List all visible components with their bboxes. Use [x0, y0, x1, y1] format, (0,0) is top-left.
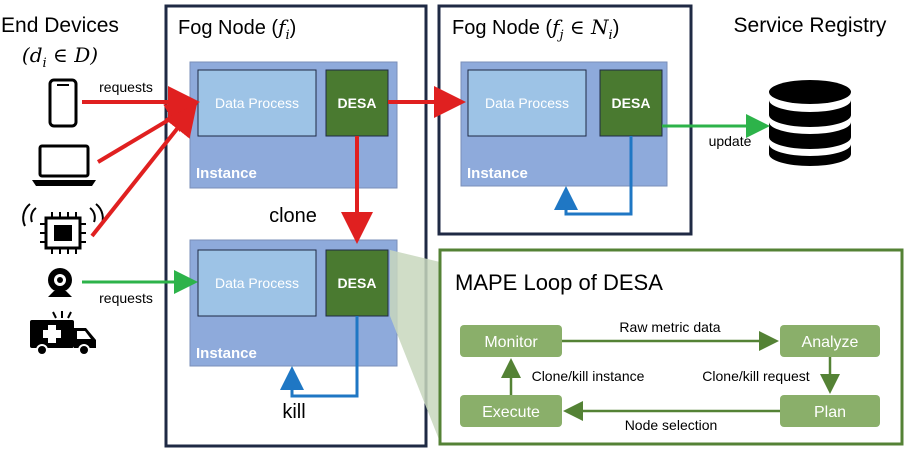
- clone-kill-request-label: Clone/kill request: [702, 368, 809, 384]
- desa-bottom: [325, 249, 389, 317]
- desa-j: [599, 69, 663, 137]
- data-process-top-label: Data Process: [215, 95, 299, 111]
- desa-bottom-label: DESA: [338, 275, 377, 291]
- fog-node-i-title: Fog Node (fi): [178, 15, 296, 43]
- ambulance-icon: [30, 311, 96, 356]
- instance-bottom-label: Instance: [196, 345, 257, 362]
- node-j-loop-arrow: [554, 136, 633, 216]
- clone-label: clone: [269, 205, 317, 227]
- mape-analyze-label: Analyze: [802, 334, 859, 351]
- mape-analyze: [780, 325, 880, 357]
- data-process-bottom-label: Data Process: [215, 275, 299, 291]
- fog-node-j-title: Fog Node (fj ∈ Ni): [452, 15, 619, 43]
- kill-label: kill: [282, 401, 305, 423]
- iot-chip-icon: [22, 203, 104, 254]
- instance-top-label: Instance: [196, 165, 257, 182]
- update-label: update: [709, 133, 752, 149]
- end-devices-subtitle: (di ∈ D): [22, 43, 98, 71]
- instance-j-label: Instance: [467, 165, 528, 182]
- data-process-bottom: [197, 249, 317, 317]
- webcam-icon: [48, 268, 72, 297]
- smartphone-icon: [48, 78, 78, 128]
- desa-top-label: DESA: [338, 95, 377, 111]
- service-registry-title: Service Registry: [734, 14, 887, 37]
- requests-bottom-label: requests: [99, 290, 153, 306]
- laptop-icon: [32, 144, 96, 186]
- mape-title: MAPE Loop of DESA: [455, 270, 663, 295]
- clone-kill-instance-label: Clone/kill instance: [532, 368, 645, 384]
- mape-execute-label: Execute: [482, 404, 540, 421]
- mape-callout-wedge: [390, 250, 440, 442]
- mape-monitor-label: Monitor: [484, 334, 538, 351]
- desa-top: [325, 69, 389, 137]
- mape-arrows: [501, 331, 840, 421]
- mape-monitor: [460, 325, 562, 357]
- request-arrows: [82, 86, 200, 238]
- mape-plan-label: Plan: [814, 404, 846, 421]
- requests-top-label: requests: [99, 79, 153, 95]
- data-process-j: [467, 69, 587, 137]
- raw-metric-label: Raw metric data: [619, 319, 720, 335]
- node-selection-label: Node selection: [625, 417, 718, 433]
- data-process-j-label: Data Process: [485, 95, 569, 111]
- database-icon: [769, 80, 851, 166]
- mape-execute: [460, 395, 562, 427]
- end-devices-title: End Devices: [1, 14, 119, 37]
- kill-loop-arrow: [280, 316, 359, 398]
- mape-plan: [780, 395, 880, 427]
- desa-j-label: DESA: [612, 95, 651, 111]
